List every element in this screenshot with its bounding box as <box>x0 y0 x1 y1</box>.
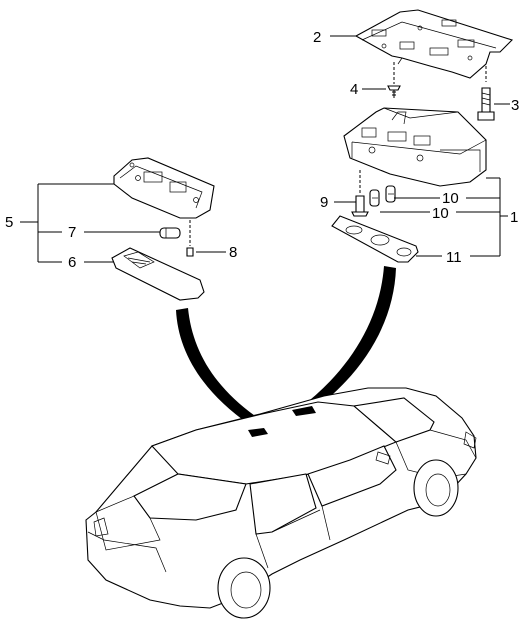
callout-3: 3 <box>511 97 519 114</box>
callout-2: 2 <box>313 29 321 46</box>
callout-4: 4 <box>350 81 358 98</box>
screw-8 <box>186 220 194 257</box>
bolt-3 <box>477 66 495 121</box>
room-lamp-assembly <box>113 157 215 219</box>
map-lamp-assembly <box>343 107 487 187</box>
room-lamp-lens <box>111 247 205 301</box>
bulb-10-a <box>369 189 380 207</box>
callout-labels: 2 4 3 9 10 10 1 11 5 7 6 8 <box>5 29 519 271</box>
bulb-7 <box>159 227 181 239</box>
callout-7: 7 <box>68 224 76 241</box>
map-lamp-lens <box>331 215 419 263</box>
callout-11: 11 <box>446 249 462 266</box>
bracket-plate <box>354 9 514 79</box>
callout-10-lower: 10 <box>432 205 449 222</box>
bulb-10-b <box>385 185 396 203</box>
callout-8: 8 <box>229 244 237 261</box>
screw-9 <box>351 170 369 217</box>
screw-4 <box>387 62 401 98</box>
callout-9: 9 <box>320 194 328 211</box>
sedan-car <box>85 387 477 619</box>
callout-1: 1 <box>510 209 518 226</box>
leader-lines <box>20 35 510 263</box>
callout-10-upper: 10 <box>442 190 459 207</box>
location-arrows <box>176 266 396 425</box>
callout-6: 6 <box>68 254 76 271</box>
callout-5: 5 <box>5 214 13 231</box>
